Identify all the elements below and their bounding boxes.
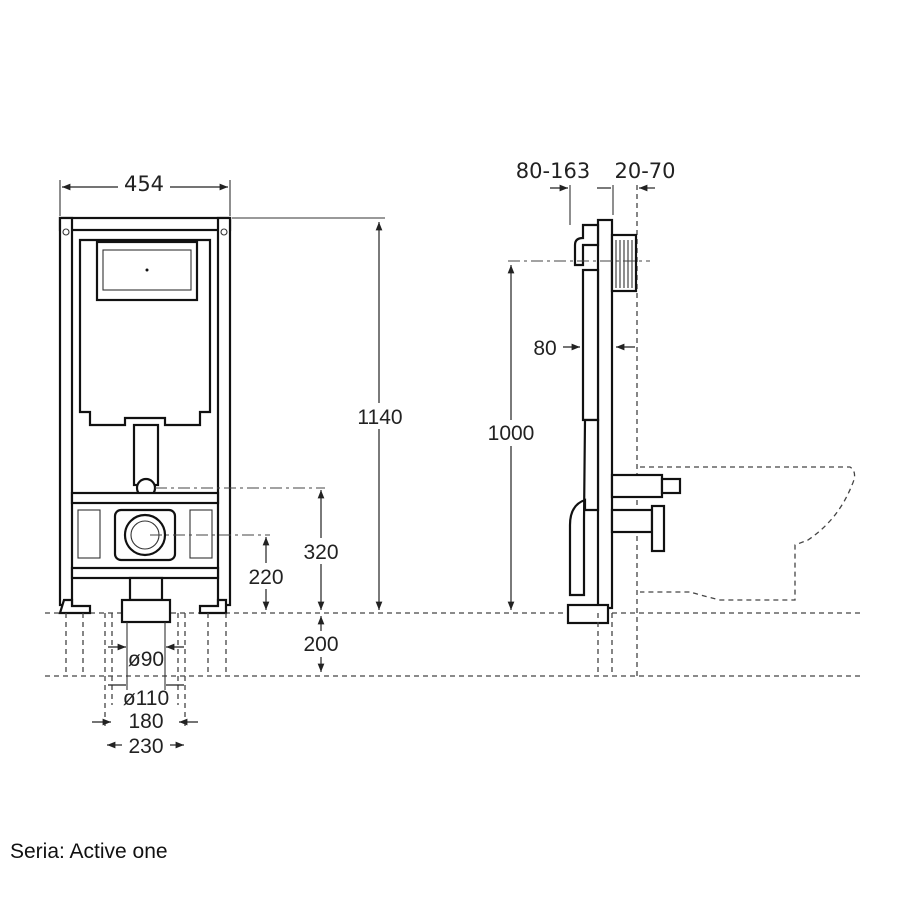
- floor-depth-200-label: 200: [303, 633, 338, 656]
- height-1140-label: 1140: [357, 406, 402, 429]
- width-454-label: 454: [124, 172, 164, 196]
- inlet-height-220-label: 220: [248, 566, 283, 589]
- drain-height-320-label: 320: [303, 541, 338, 564]
- frame-depth-80-label: 80: [533, 337, 556, 360]
- spacing-230-label: 230: [128, 735, 163, 758]
- button-height-1000-label: 1000: [488, 422, 535, 445]
- front-frame: [58, 216, 232, 730]
- wall-range-20-70-label: 20-70: [614, 159, 675, 183]
- pipe-diameter-110-label: ø110: [123, 687, 169, 710]
- pipe-diameter-90-label: ø90: [128, 648, 164, 671]
- spacing-180-label: 180: [128, 710, 163, 733]
- depth-range-80-163-label: 80-163: [516, 159, 590, 183]
- series-caption: Seria: Active one: [10, 840, 168, 863]
- side-frame: [508, 185, 856, 680]
